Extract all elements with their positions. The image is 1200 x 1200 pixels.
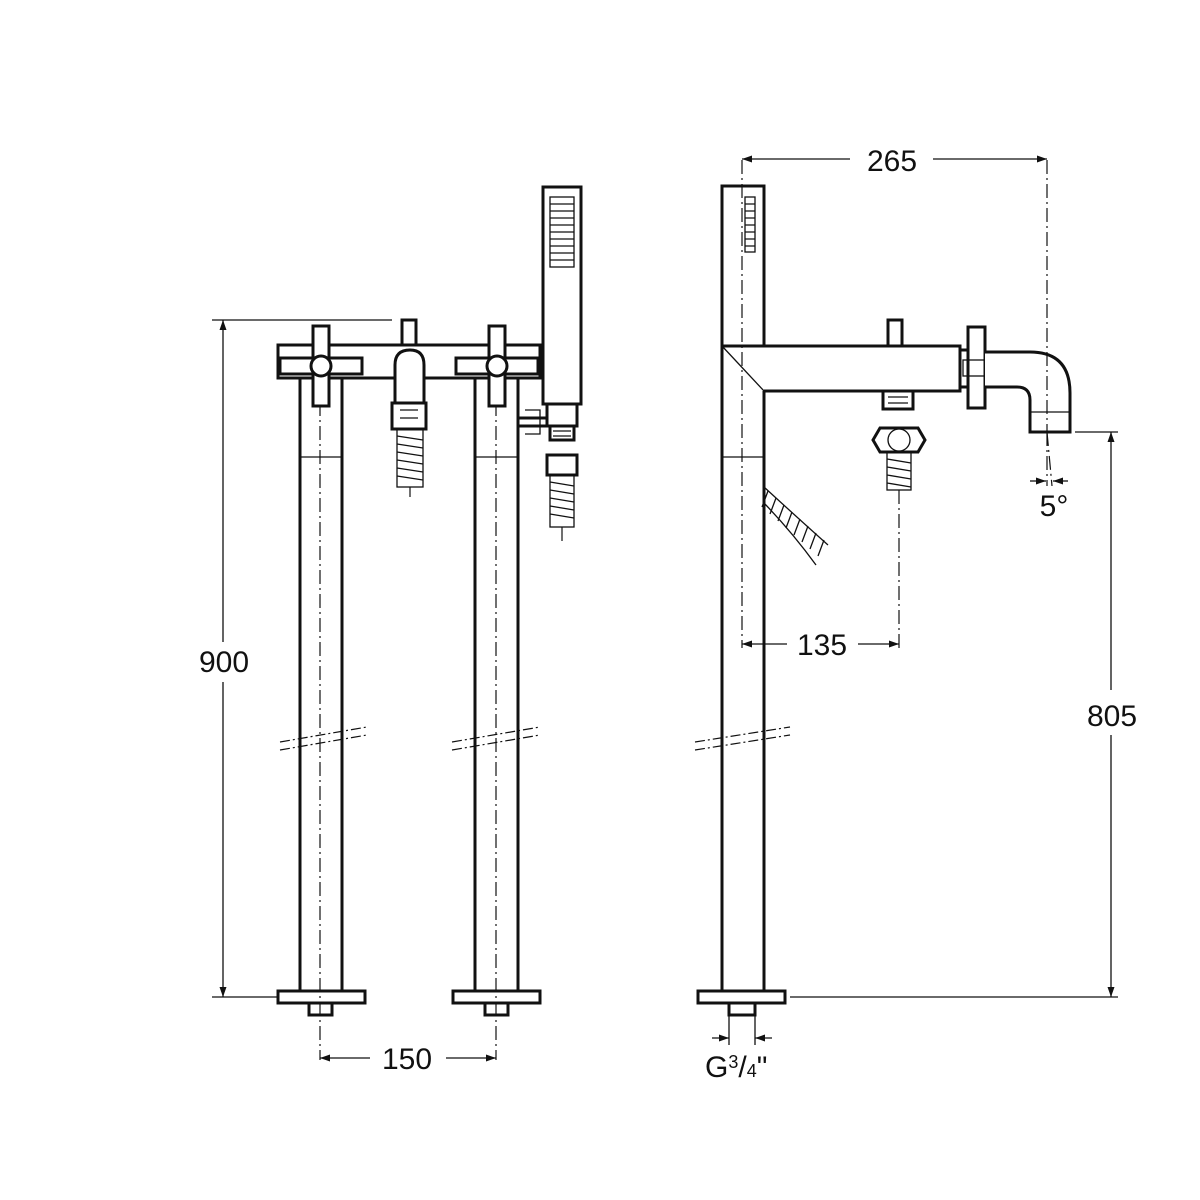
dimension-label-900: 900 <box>199 646 249 679</box>
column <box>694 160 791 1017</box>
side-view: 265 135 805 5° <box>694 145 1137 1084</box>
dimension-label-thread: G3/4" <box>705 1051 767 1084</box>
left-leg <box>276 378 367 1060</box>
dimension-label-265: 265 <box>867 145 917 178</box>
dimension-150: 150 <box>320 1043 496 1076</box>
dimension-label-150: 150 <box>382 1043 432 1076</box>
dimension-label-angle: 5° <box>1040 490 1069 523</box>
dimension-angle: 5° <box>1030 431 1069 523</box>
front-view: 900 150 <box>199 185 583 1076</box>
dimension-label-805: 805 <box>1087 700 1137 733</box>
spout-body <box>722 160 1072 648</box>
dimension-900: 900 <box>199 319 392 998</box>
dimension-805: 805 <box>790 431 1137 998</box>
dimension-265: 265 <box>742 145 1047 178</box>
hand-shower[interactable] <box>518 185 583 541</box>
dimension-135: 135 <box>742 629 899 662</box>
right-cross-handle[interactable] <box>454 324 540 408</box>
left-cross-handle[interactable] <box>278 324 364 408</box>
break-marks <box>279 726 541 751</box>
right-leg <box>451 378 542 1060</box>
dimension-thread: G3/4" <box>705 1015 772 1084</box>
dimension-label-135: 135 <box>797 629 847 662</box>
